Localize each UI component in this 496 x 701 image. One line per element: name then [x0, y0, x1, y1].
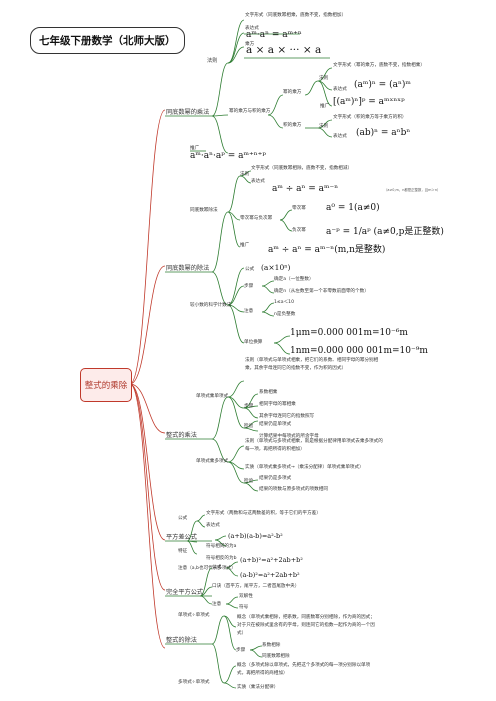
- mult-rule-label: 法则: [207, 58, 218, 64]
- sci-label: 较小数的科学计数法: [190, 303, 232, 308]
- sci-formula: (a×10ⁿ): [261, 263, 291, 272]
- sd-feature-label: 特征: [178, 549, 188, 554]
- neg-pow-label: 负次幂: [292, 228, 306, 233]
- pp-expr-label: 表达式: [333, 87, 347, 92]
- sd-note: 注意（a,b也可代表多项式）: [178, 566, 236, 571]
- sci-note-label: 注意: [244, 309, 254, 314]
- sd-formula-label: 公式: [178, 516, 188, 521]
- mp-check2: 结果的项数与原多项式的项数相同: [259, 487, 328, 492]
- mult-power-label: 乘方: [245, 42, 255, 47]
- pp-label: 幂的乘方与积的乘方: [229, 109, 271, 114]
- div-same-label: 同底数幂除法: [190, 208, 218, 213]
- ps-note1: 双解性: [239, 594, 253, 599]
- branch-square-diff: 平方差公式: [166, 534, 197, 541]
- prod-rule-text: 文字形式（积的乘方等于乘方的积）: [333, 115, 407, 120]
- mult-power: a × a × ··· × a: [246, 44, 322, 56]
- pd-concept: 概念（多项式除以单项式，先把这个多项式的每一项分别除以单项式，再把所得的商相加）: [237, 663, 371, 676]
- prod-expr: (ab)ⁿ = aⁿbⁿ: [356, 128, 411, 138]
- sci-formula-label: 公式: [245, 267, 255, 272]
- div-expr: aᵐ ÷ aⁿ = aᵐ⁻ⁿ: [272, 184, 339, 194]
- md-label: 单项式÷单项式: [178, 613, 210, 618]
- sd-expr-label: 表达式: [206, 523, 220, 528]
- prod-pow-label: 积的乘方: [283, 123, 302, 128]
- page-title: 七年级下册数学（北师大版）: [30, 27, 185, 54]
- mm-check-label: 检验: [244, 424, 254, 429]
- ps-note2: 符号: [239, 605, 249, 610]
- pp-ext-label: 推广: [320, 104, 330, 109]
- branch-mult: 同底数幂的乘法: [166, 109, 210, 116]
- div-ext: aᵐ ÷ aⁿ = aᵐ⁻ⁿ(m,n是整数): [268, 245, 386, 255]
- mult-rule-text: 文字形式（同底数幂相乘，底数不变，指数相加）: [245, 13, 347, 18]
- md-steps-label: 步骤: [236, 648, 246, 653]
- div-expr-note: （a≠0,m、n都是正整数，且m＞n）: [384, 188, 441, 192]
- md-concept: 概念（单项式乘相除，把系数，同底数幂分别相除，作为商的因式；对于只在被除式里含有…: [237, 615, 375, 636]
- ps-verse: 口诀（首平方，尾平方，二者首尾放中央）: [212, 584, 300, 589]
- ps-formula-2: (a-b)²=a²+2ab+b²: [240, 571, 300, 579]
- sd-feature2: 符号相反的为b: [206, 556, 237, 561]
- zero-pow-label: 零次幂: [292, 206, 306, 211]
- pow-of-pow-label: 幂的乘方: [283, 90, 302, 95]
- sd-feature1: 符号相同的为a: [206, 544, 237, 549]
- div-rule-text: 文字形式（同底数幂相除，底数不变，指数相减）: [251, 166, 353, 171]
- sd-text: 文字形式（两数和与这两数差的积，等于它们的平方差）: [206, 511, 321, 516]
- unit-conv-1: 1μm=0.000 001m=10⁻⁶m: [290, 328, 408, 338]
- md-step1: 系数相除: [262, 643, 281, 648]
- mm-rule: 法则（单项式与单项式相乘，把它们的系数、相同字母的幂分别相乘，其余字母连同它的指…: [245, 358, 379, 371]
- unit-conv-2: 1nm=0.000 000 001m=10⁻⁹m: [290, 346, 428, 356]
- div-expr-label: 表达式: [251, 179, 265, 184]
- mm-check2: 计算结果中每项式的所含字母: [259, 434, 319, 439]
- mult-ext-label: 推广: [190, 146, 200, 151]
- mp-rule: 法则（单项式与多项式相乘，就是根据分配律用单项式去乘多项式的每一项，再把所得的积…: [245, 439, 383, 452]
- div-rule-label: 法则: [240, 172, 250, 177]
- mult-expr-label: 表达式: [245, 26, 259, 31]
- sci-note2: n是负整数: [274, 312, 296, 317]
- ps-formula-label: 公式: [212, 565, 222, 570]
- sci-note1: 1≤a＜10: [274, 300, 295, 305]
- ps-formula-1: (a+b)²=a²+2ab+b²: [240, 556, 303, 564]
- mp-label: 单项式乘多项式: [196, 459, 229, 464]
- pp-expr: (aᵐ)ⁿ = (aⁿ)ᵐ: [354, 80, 411, 90]
- mp-essence: 实质（单项式乘多项式→（乘法分配律）单项式乘单项式）: [245, 465, 364, 470]
- branch-div: 同底数幂的除法: [166, 265, 210, 272]
- branch-poly-mult: 整式的乘法: [166, 432, 197, 439]
- mm-label: 单项式乘单项式: [196, 394, 229, 399]
- mp-check1: 结果仍是多项式: [259, 476, 292, 481]
- sci-step1: 确定a（一位整数）: [274, 277, 314, 282]
- branch-perfect-square: 完全平方公式: [166, 589, 204, 596]
- pp-rule-label: 法则: [319, 76, 329, 81]
- zero-neg-label: 零次幂与负次幂: [240, 216, 273, 221]
- prod-rule-label: 法则: [319, 124, 329, 129]
- pp-rule-text: 文字形式（幂的乘方，底数不变，指数相乘）: [333, 63, 425, 68]
- root-node: 整式的乘除: [80, 368, 132, 402]
- branch-poly-div: 整式的除法: [166, 637, 197, 644]
- ps-note-label: 注意: [212, 602, 222, 607]
- mm-step1: 系数相乘: [259, 390, 278, 395]
- md-step2: 同底数幂相除: [262, 654, 290, 659]
- div-ext-label: 推广: [240, 243, 250, 248]
- zero-pow-expr: a⁰ = 1(a≠0): [326, 203, 380, 213]
- sd-expr: (a+b)(a-b)=a²-b²: [228, 532, 283, 540]
- mult-ext: aᵐ·aⁿ·aᵖ = aᵐ⁺ⁿ⁺ᵖ: [190, 151, 266, 161]
- pd-essence: 实质（乘法分配律）: [237, 685, 279, 690]
- unit-label: 单位换算: [244, 340, 263, 345]
- mm-steps-label: 步骤: [244, 404, 254, 409]
- mm-step2: 相同字母的幂相乘: [259, 402, 296, 407]
- pd-label: 多项式÷单项式: [178, 680, 210, 685]
- pp-ext: [(aᵐ)ⁿ]ᵖ = aᵐˣⁿˣᵖ: [333, 97, 405, 107]
- mp-check-label: 检验: [244, 479, 254, 484]
- sci-steps-label: 步骤: [244, 284, 254, 289]
- sci-step2: 确定n（从左数至第一个非零数前面零的个数）: [274, 289, 369, 294]
- mm-step3: 其余字母连同它的指数照写: [259, 414, 315, 419]
- mult-expr: aᵐ·aⁿ = aᵐ⁺ⁿ: [246, 30, 302, 40]
- mm-check1: 结果仍是单项式: [259, 422, 292, 427]
- neg-pow-expr: a⁻ᵖ = 1/aᵖ (a≠0,p是正整数): [326, 227, 444, 237]
- prod-expr-label: 表达式: [333, 134, 347, 139]
